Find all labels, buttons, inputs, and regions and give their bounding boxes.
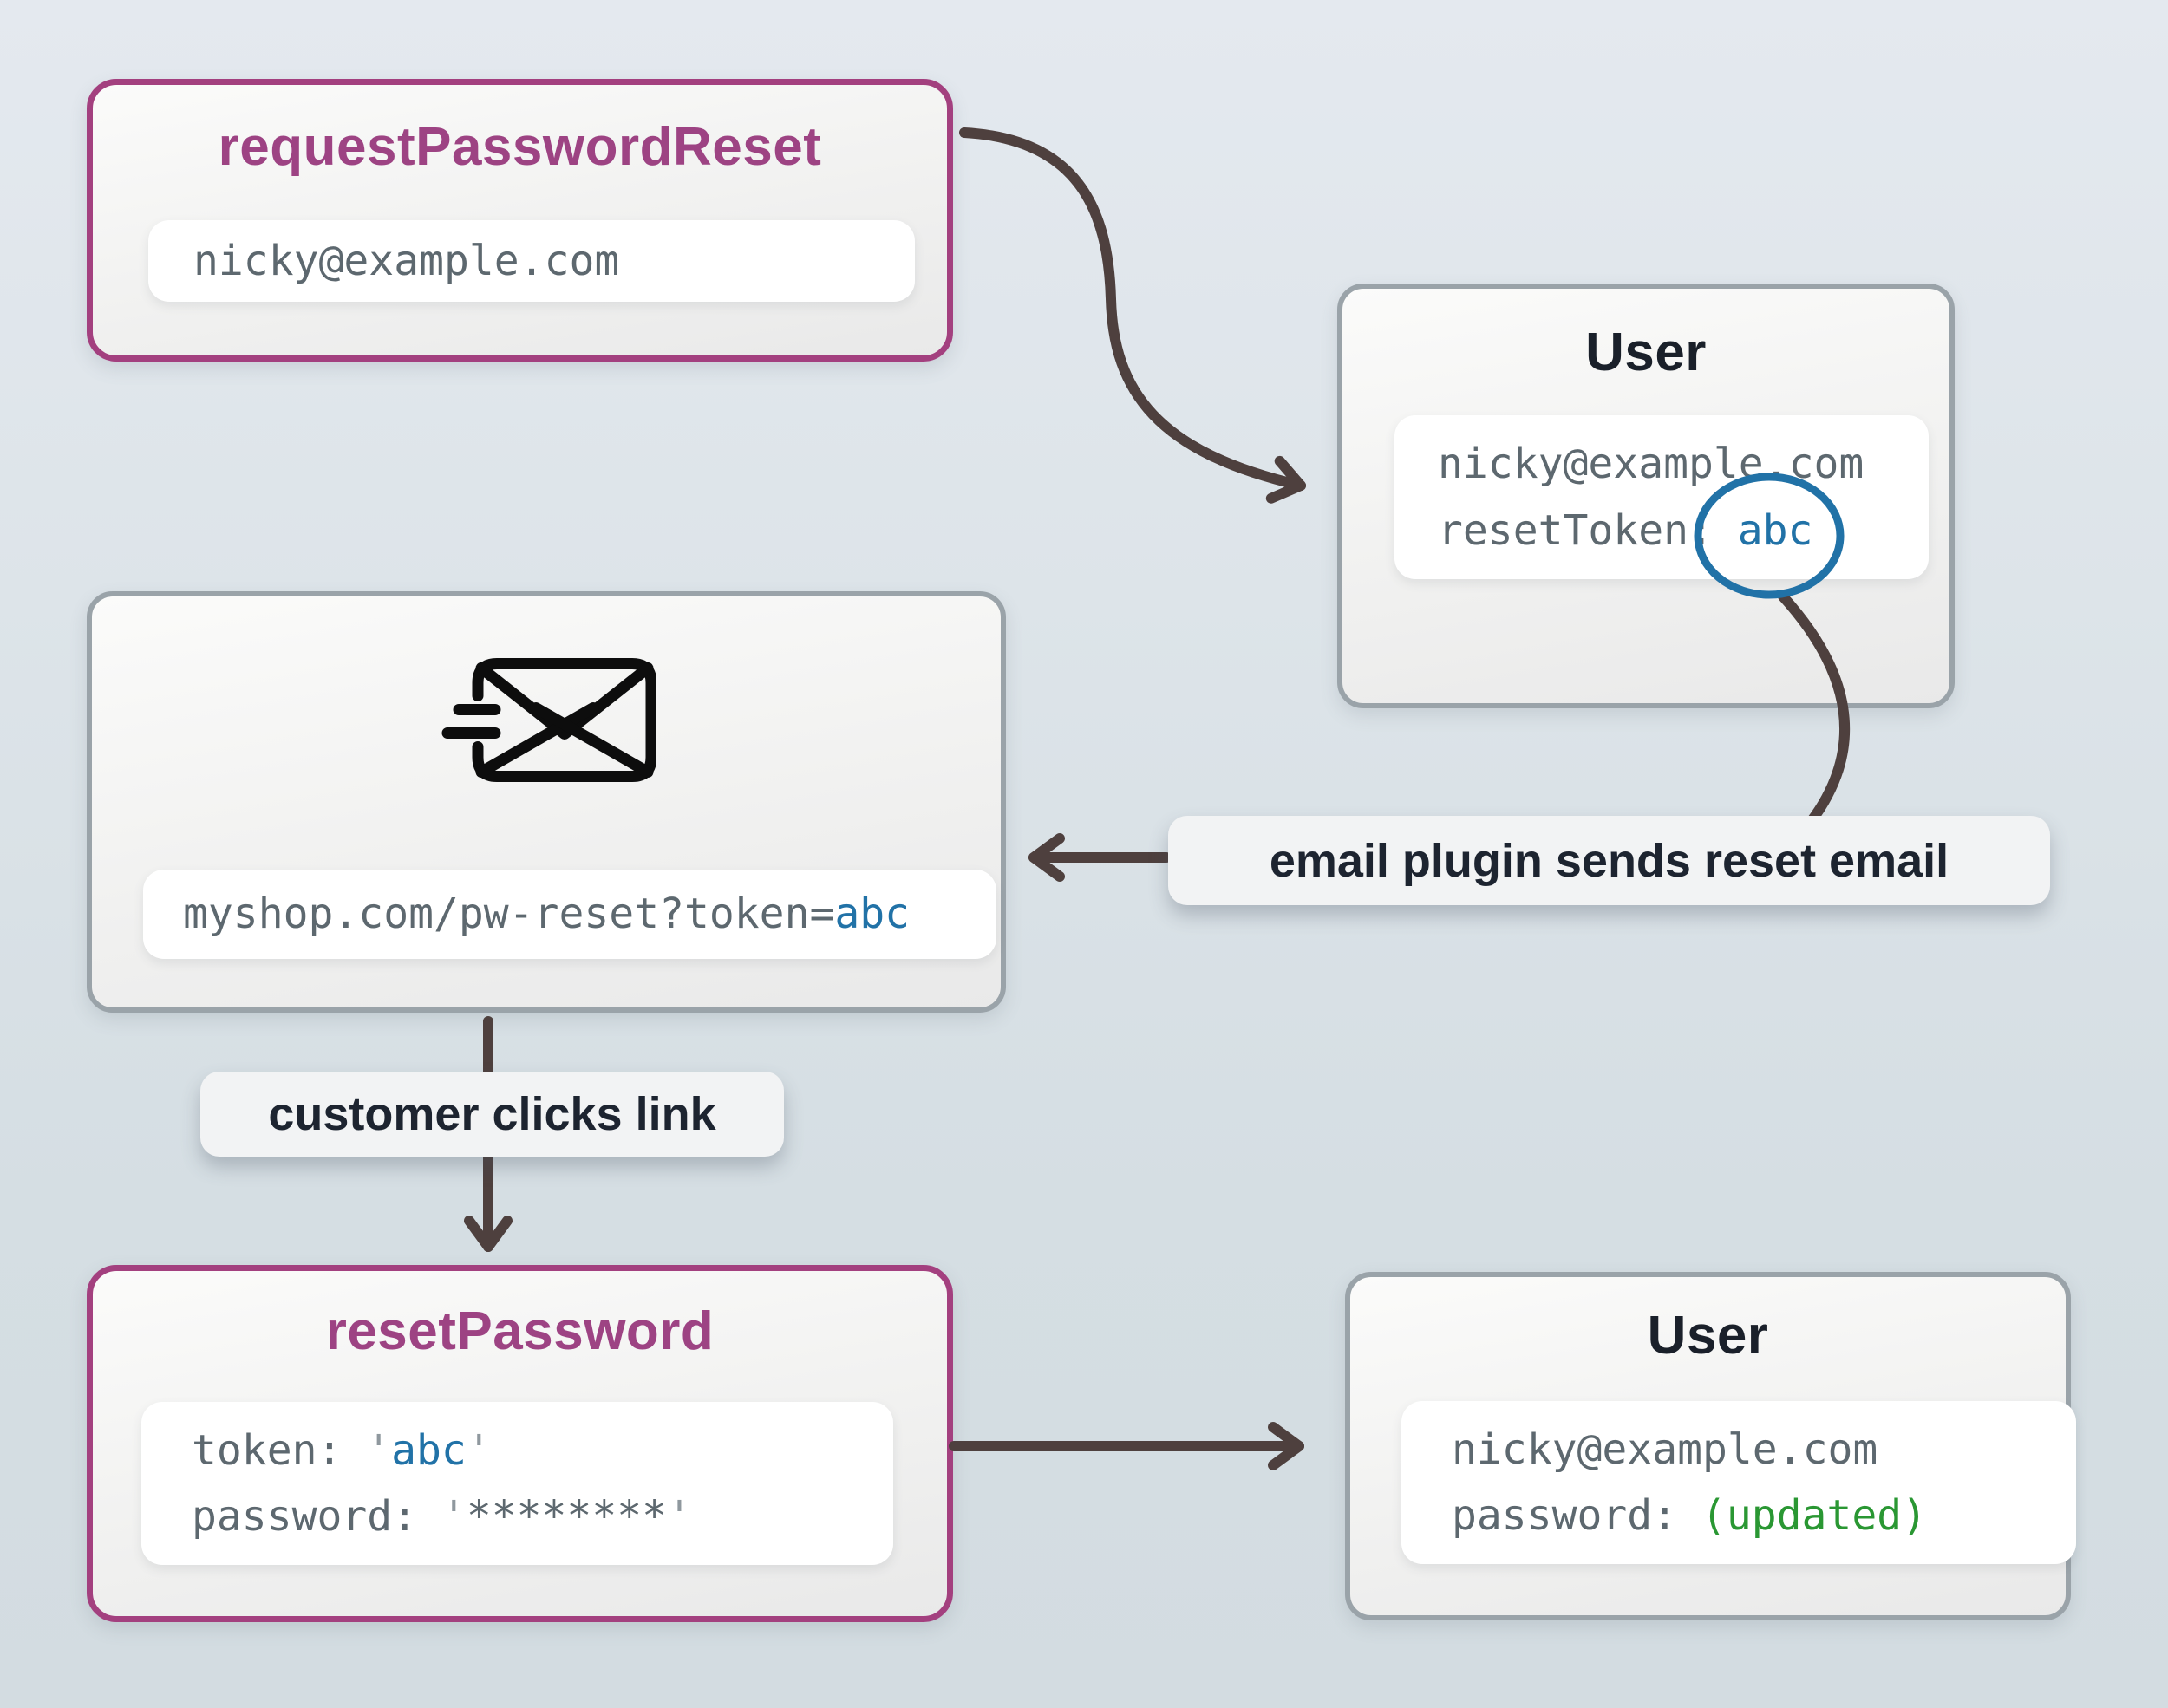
email-input: nicky@example.com bbox=[148, 220, 915, 302]
reset-token-label: resetToken: bbox=[1438, 505, 1714, 555]
token-label: token: bbox=[192, 1425, 343, 1475]
password-line: password: '********' bbox=[192, 1495, 893, 1538]
close-quote: ' bbox=[466, 1425, 492, 1475]
user-top-title: User bbox=[1585, 323, 1707, 382]
email-input-value: nicky@example.com bbox=[193, 236, 620, 285]
user-top-token-line: resetToken: abc bbox=[1438, 505, 1929, 555]
password-updated-value: (updated) bbox=[1701, 1491, 1928, 1540]
node-request-password-reset: requestPasswordReset nicky@example.com bbox=[87, 79, 953, 362]
user-bottom-record: nicky@example.com password: (updated) bbox=[1401, 1401, 2076, 1564]
reset-password-args: token:'abc' password:'********' bbox=[141, 1402, 893, 1565]
request-password-reset-title: requestPasswordReset bbox=[218, 117, 822, 177]
password-label: password: bbox=[192, 1492, 418, 1541]
reset-token-value: abc bbox=[1737, 505, 1813, 555]
open-quote: ' bbox=[441, 1492, 467, 1541]
envelope-fold-left bbox=[475, 702, 599, 778]
node-reset-password: resetPassword token:'abc' password:'****… bbox=[87, 1265, 953, 1622]
token-value: abc bbox=[391, 1425, 467, 1475]
password-label: password: bbox=[1452, 1491, 1678, 1540]
node-user-top: User nicky@example.com resetToken: abc bbox=[1337, 284, 1955, 708]
reset-url-token: abc bbox=[834, 890, 911, 939]
arrow-request-to-user bbox=[959, 127, 1306, 504]
close-quote: ' bbox=[667, 1492, 692, 1541]
password-masked: ******** bbox=[466, 1492, 668, 1541]
user-bottom-password-line: password: (updated) bbox=[1452, 1494, 2076, 1537]
envelope-flap bbox=[475, 662, 654, 740]
reset-url-bar: myshop.com/pw-reset?token=abc bbox=[143, 870, 996, 959]
reset-password-title: resetPassword bbox=[325, 1301, 715, 1361]
node-email-message: myshop.com/pw-reset?token=abc bbox=[87, 591, 1006, 1013]
label-customer-clicks: customer clicks link bbox=[200, 1072, 784, 1157]
label-email-plugin: email plugin sends reset email bbox=[1168, 816, 2050, 905]
node-user-bottom: User nicky@example.com password: (updated… bbox=[1345, 1272, 2076, 1620]
reset-url: myshop.com/pw-reset?token=abc bbox=[183, 892, 996, 935]
user-top-record: nicky@example.com resetToken: abc bbox=[1394, 415, 1929, 579]
send-email-icon bbox=[441, 658, 656, 782]
user-bottom-title: User bbox=[1647, 1306, 1769, 1366]
user-bottom-email: nicky@example.com bbox=[1452, 1424, 1878, 1474]
token-line: token: 'abc' bbox=[192, 1425, 893, 1475]
envelope-fold-right bbox=[530, 702, 654, 778]
user-top-email: nicky@example.com bbox=[1438, 440, 1864, 489]
reset-url-prefix: myshop.com/pw-reset?token= bbox=[183, 890, 835, 939]
open-quote: ' bbox=[366, 1425, 392, 1475]
